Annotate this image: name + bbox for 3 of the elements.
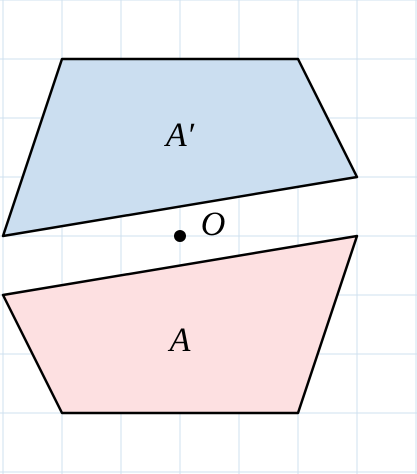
- point-label: O: [200, 208, 226, 242]
- shape-label: A: [170, 324, 190, 358]
- shape-label: A′: [166, 119, 194, 153]
